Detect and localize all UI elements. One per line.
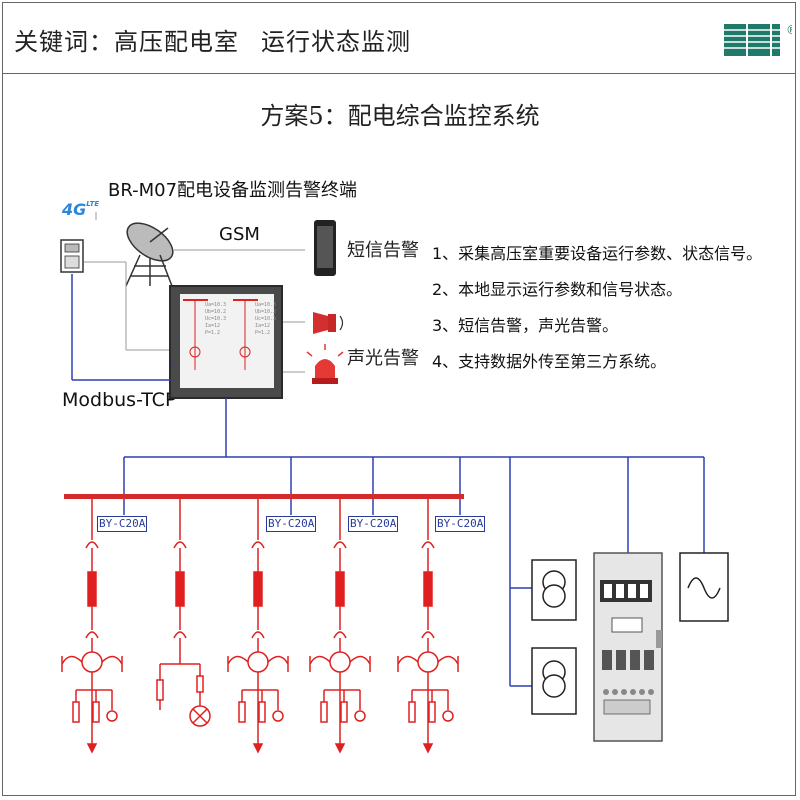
- keywords: 关键词：高压配电室运行状态监测: [14, 22, 411, 57]
- feature-item: 3、短信告警，声光告警。: [432, 316, 619, 335]
- alarm-light-icon: [306, 344, 344, 384]
- svg-text:P=1.2: P=1.2: [255, 330, 270, 336]
- svg-text:Ub=10.2: Ub=10.2: [205, 309, 226, 315]
- device-label: BY-C20A: [266, 516, 317, 532]
- feeder-circuit: [61, 499, 123, 754]
- comm-network: [71, 274, 705, 687]
- svg-text:Ua=10.3: Ua=10.3: [255, 302, 276, 308]
- feeder-circuit: [156, 499, 211, 727]
- ac-source-box: [679, 552, 729, 622]
- sms-alarm-label: 短信告警: [347, 240, 419, 261]
- switchgear-cabinet: [593, 552, 663, 742]
- svg-text:Uc=10.3: Uc=10.3: [205, 316, 226, 322]
- svg-text:Ia=12: Ia=12: [205, 323, 220, 329]
- device-label: BY-C20A: [348, 516, 399, 532]
- device-label: BY-C20A: [97, 516, 148, 532]
- feature-item: 4、支持数据外传至第三方系统。: [432, 352, 667, 371]
- feature-list: 1、采集高压室重要设备运行参数、状态信号。 2、本地显示运行参数和信号状态。 3…: [432, 236, 762, 380]
- svg-text:Uc=10.3: Uc=10.3: [255, 316, 276, 322]
- bri-logo: B ®: [724, 23, 792, 56]
- scheme-title: 方案5：配电综合监控系统: [260, 102, 540, 130]
- transformer-2: [531, 647, 577, 715]
- lte-4g-icon: 4GLTE: [62, 200, 99, 219]
- svg-text:P=1.2: P=1.2: [205, 330, 220, 336]
- sound-light-alarm-label: 声光告警: [347, 348, 419, 369]
- terminal-title: BR-M07配电设备监测告警终端: [108, 180, 358, 201]
- keywords-main: 高压配电室: [114, 28, 239, 56]
- satellite-dish-icon: [125, 222, 174, 287]
- feeder-circuit: [227, 499, 289, 754]
- router-icon: [60, 239, 84, 273]
- lte-main: 4G: [62, 200, 87, 219]
- monitoring-terminal: Ua=10.3Ub=10.2Uc=10.3Ia=12P=1.2 Ua=10.3U…: [169, 285, 283, 399]
- keywords-secondary: 运行状态监测: [261, 28, 411, 56]
- svg-text:Ua=10.3: Ua=10.3: [205, 302, 226, 308]
- keywords-prefix: 关键词：: [14, 28, 114, 56]
- svg-text:Ia=12: Ia=12: [255, 323, 270, 329]
- feeder-circuit: [309, 499, 371, 754]
- transformer-1: [531, 559, 577, 621]
- feeders: [61, 499, 459, 754]
- device-label: BY-C20A: [435, 516, 486, 532]
- registered-mark: ®: [786, 23, 792, 37]
- feeder-circuit: [397, 499, 459, 754]
- gsm-label: GSM: [219, 224, 260, 245]
- busbar: [64, 494, 464, 499]
- feature-item: 1、采集高压室重要设备运行参数、状态信号。: [432, 244, 763, 263]
- modbus-tcp-label: Modbus-TCP: [62, 389, 177, 411]
- lte-sub: LTE: [86, 200, 100, 208]
- phone-icon: [314, 220, 336, 276]
- svg-text:Ub=10.2: Ub=10.2: [255, 309, 276, 315]
- horn-icon: [313, 312, 344, 334]
- feature-item: 2、本地显示运行参数和信号状态。: [432, 280, 683, 299]
